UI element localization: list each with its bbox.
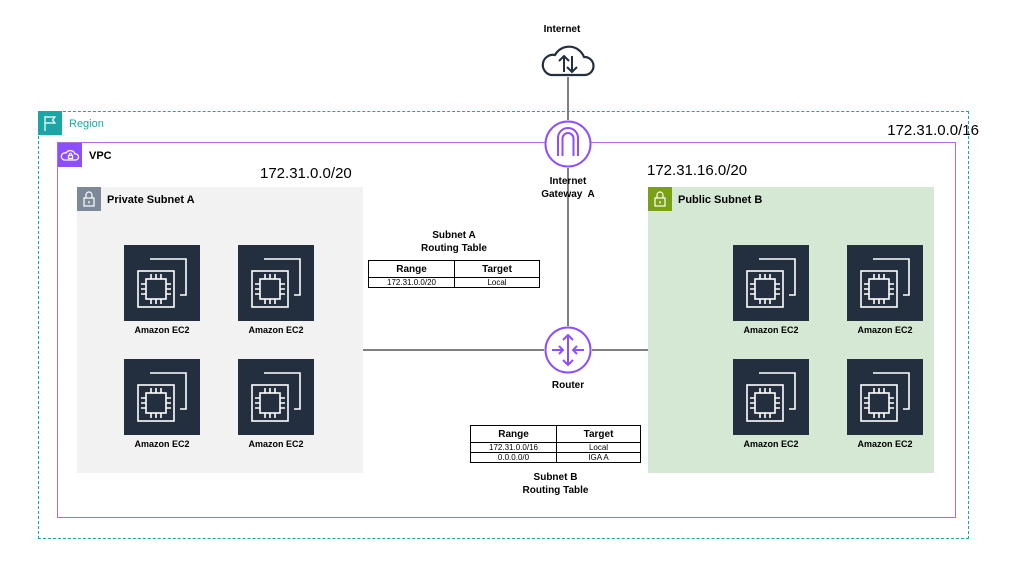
ec2-label: Amazon EC2 bbox=[743, 325, 799, 335]
private-subnet-label: Private Subnet A bbox=[107, 194, 195, 206]
table-header-row: Range Target bbox=[470, 425, 641, 443]
subnet-a-cidr: 172.31.0.0/20 bbox=[260, 165, 352, 182]
region-cidr: 172.31.0.0/16 bbox=[887, 122, 979, 139]
ec2-instance-icon bbox=[733, 245, 809, 321]
ec2-instance-icon bbox=[847, 245, 923, 321]
table-row: 172.31.0.0/20 Local bbox=[368, 277, 540, 288]
vpc-container bbox=[57, 142, 956, 518]
ec2-label: Amazon EC2 bbox=[857, 439, 913, 449]
ec2-label: Amazon EC2 bbox=[248, 325, 304, 335]
ec2-label: Amazon EC2 bbox=[857, 325, 913, 335]
ec2-label: Amazon EC2 bbox=[248, 439, 304, 449]
target-header: Target bbox=[556, 425, 641, 443]
ec2-instance-icon bbox=[847, 359, 923, 435]
vpc-label: VPC bbox=[89, 150, 112, 162]
lock-icon bbox=[77, 187, 101, 211]
table-a-title-line1: Subnet A bbox=[432, 230, 476, 241]
ec2-instance-icon bbox=[124, 245, 200, 321]
table-row: 172.31.0.0/16 Local bbox=[470, 442, 641, 453]
ec2-label: Amazon EC2 bbox=[743, 439, 799, 449]
public-subnet-label: Public Subnet B bbox=[678, 194, 763, 206]
subnet-b-cidr: 172.31.16.0/20 bbox=[647, 162, 748, 179]
vpc-cloud-icon bbox=[58, 143, 82, 167]
table-a-title-line2: Routing Table bbox=[421, 243, 487, 254]
table-b-title-line2: Routing Table bbox=[522, 485, 589, 496]
range-header: Range bbox=[470, 425, 557, 443]
subnet-a-routing-table: Range Target 172.31.0.0/20 Local bbox=[368, 260, 540, 288]
table-b-title-line1: Subnet B bbox=[533, 472, 578, 483]
igw-label-line2: Gateway A bbox=[541, 189, 595, 200]
range-cell: 172.31.0.0/20 bbox=[368, 277, 455, 288]
internet-label: Internet bbox=[543, 24, 581, 35]
target-cell: IGA A bbox=[556, 452, 641, 463]
table-row: 0.0.0.0/0 IGA A bbox=[470, 452, 641, 463]
router-label: Router bbox=[551, 380, 585, 391]
internet-gateway-icon bbox=[544, 120, 592, 168]
region-flag-icon bbox=[38, 111, 62, 135]
range-header: Range bbox=[368, 260, 455, 278]
range-cell: 0.0.0.0/0 bbox=[470, 452, 557, 463]
ec2-label: Amazon EC2 bbox=[134, 325, 190, 335]
table-header-row: Range Target bbox=[368, 260, 540, 278]
target-cell: Local bbox=[454, 277, 540, 288]
subnet-a-routing-table-title: Subnet A Routing Table bbox=[368, 229, 540, 255]
region-label: Region bbox=[69, 118, 104, 130]
ec2-label: Amazon EC2 bbox=[134, 439, 190, 449]
internet-gateway-label: Internet Gateway A bbox=[520, 175, 616, 201]
ec2-instance-icon bbox=[733, 359, 809, 435]
router-icon bbox=[544, 326, 592, 374]
target-header: Target bbox=[454, 260, 540, 278]
subnet-b-routing-table: Range Target 172.31.0.0/16 Local 0.0.0.0… bbox=[470, 425, 641, 463]
range-cell: 172.31.0.0/16 bbox=[470, 442, 557, 453]
target-cell: Local bbox=[556, 442, 641, 453]
ec2-instance-icon bbox=[238, 359, 314, 435]
region-container bbox=[38, 111, 969, 539]
ec2-instance-icon bbox=[238, 245, 314, 321]
lock-icon bbox=[648, 187, 672, 211]
igw-label-line1: Internet bbox=[549, 176, 587, 187]
subnet-b-routing-table-title: Subnet B Routing Table bbox=[470, 471, 641, 497]
ec2-instance-icon bbox=[124, 359, 200, 435]
internet-cloud-icon bbox=[541, 42, 595, 83]
